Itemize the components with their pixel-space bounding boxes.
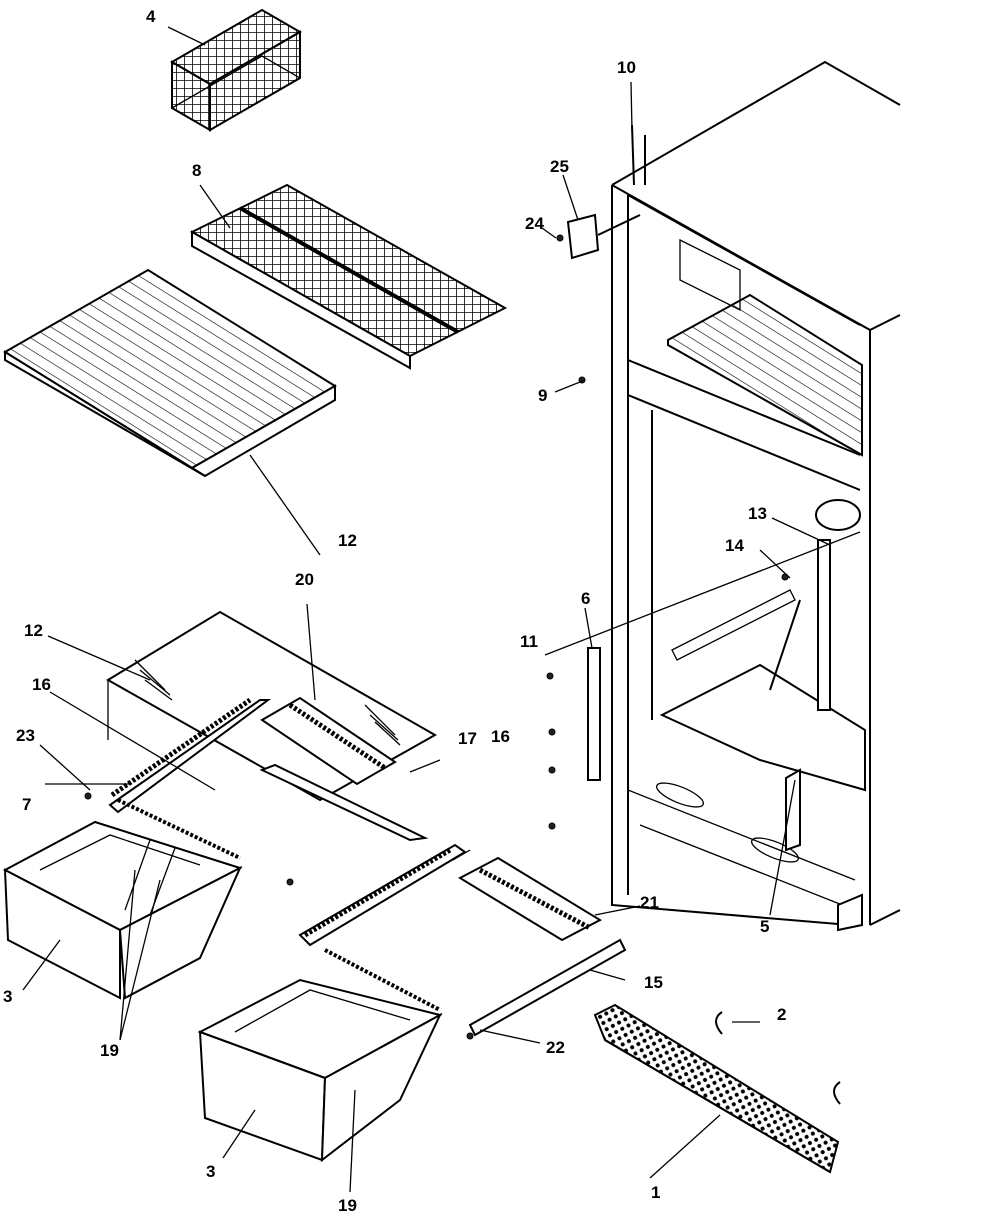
callout-8: 8 <box>192 161 201 180</box>
callout-13: 13 <box>748 504 767 523</box>
callout-3-lower: 3 <box>206 1162 215 1181</box>
callout-10: 10 <box>617 58 636 77</box>
callout-21: 21 <box>640 893 659 912</box>
callout-7: 7 <box>22 795 31 814</box>
part-6-shelf-rail <box>587 647 601 781</box>
callout-12-lower: 12 <box>24 621 43 640</box>
callout-11: 11 <box>520 632 538 651</box>
leader-lines <box>22 26 861 1193</box>
part-1-toe-grille <box>593 1003 840 1174</box>
screws <box>84 573 789 1040</box>
callout-25: 25 <box>550 157 569 176</box>
callout-14: 14 <box>725 536 744 555</box>
leader-12-upper <box>249 454 321 556</box>
part-2-clip-a <box>715 1011 723 1035</box>
callout-5: 5 <box>760 917 769 936</box>
callout-16-right: 16 <box>491 727 510 746</box>
callout-17: 17 <box>458 729 477 748</box>
callout-3-upper: 3 <box>3 987 12 1006</box>
refrigerator-cabinet <box>611 60 901 932</box>
part-4-wire-basket <box>170 8 302 132</box>
part-8-wire-shelf <box>189 183 508 370</box>
part-25-control-box <box>566 213 600 260</box>
part-12-glass-shelf-upper <box>3 268 337 478</box>
leader-25-box <box>597 214 641 236</box>
part-24-screw <box>556 234 564 242</box>
callout-12-upper: 12 <box>338 531 357 550</box>
callout-19-lower: 19 <box>338 1196 357 1215</box>
callout-24: 24 <box>525 214 544 233</box>
callout-20: 20 <box>295 570 314 589</box>
callout-23: 23 <box>16 726 35 745</box>
callout-9: 9 <box>538 386 547 405</box>
callout-4: 4 <box>146 7 156 26</box>
callout-19-upper: 19 <box>100 1041 119 1060</box>
callout-6: 6 <box>581 589 590 608</box>
part-2-clip-b <box>833 1081 841 1105</box>
part-10-bracket <box>631 124 635 186</box>
callout-labels: 1 2 3 3 4 5 6 7 8 9 10 11 12 12 13 14 15… <box>3 7 786 1215</box>
callout-2: 2 <box>777 1005 786 1024</box>
callout-22: 22 <box>546 1038 565 1057</box>
lower-drawer-assembly <box>197 843 627 1163</box>
crisper-cover-assembly <box>106 610 438 842</box>
callout-16-left: 16 <box>32 675 51 694</box>
part-3-crisper-drawer-upper <box>2 798 243 1000</box>
callout-1: 1 <box>651 1183 660 1202</box>
callout-15: 15 <box>644 973 663 992</box>
